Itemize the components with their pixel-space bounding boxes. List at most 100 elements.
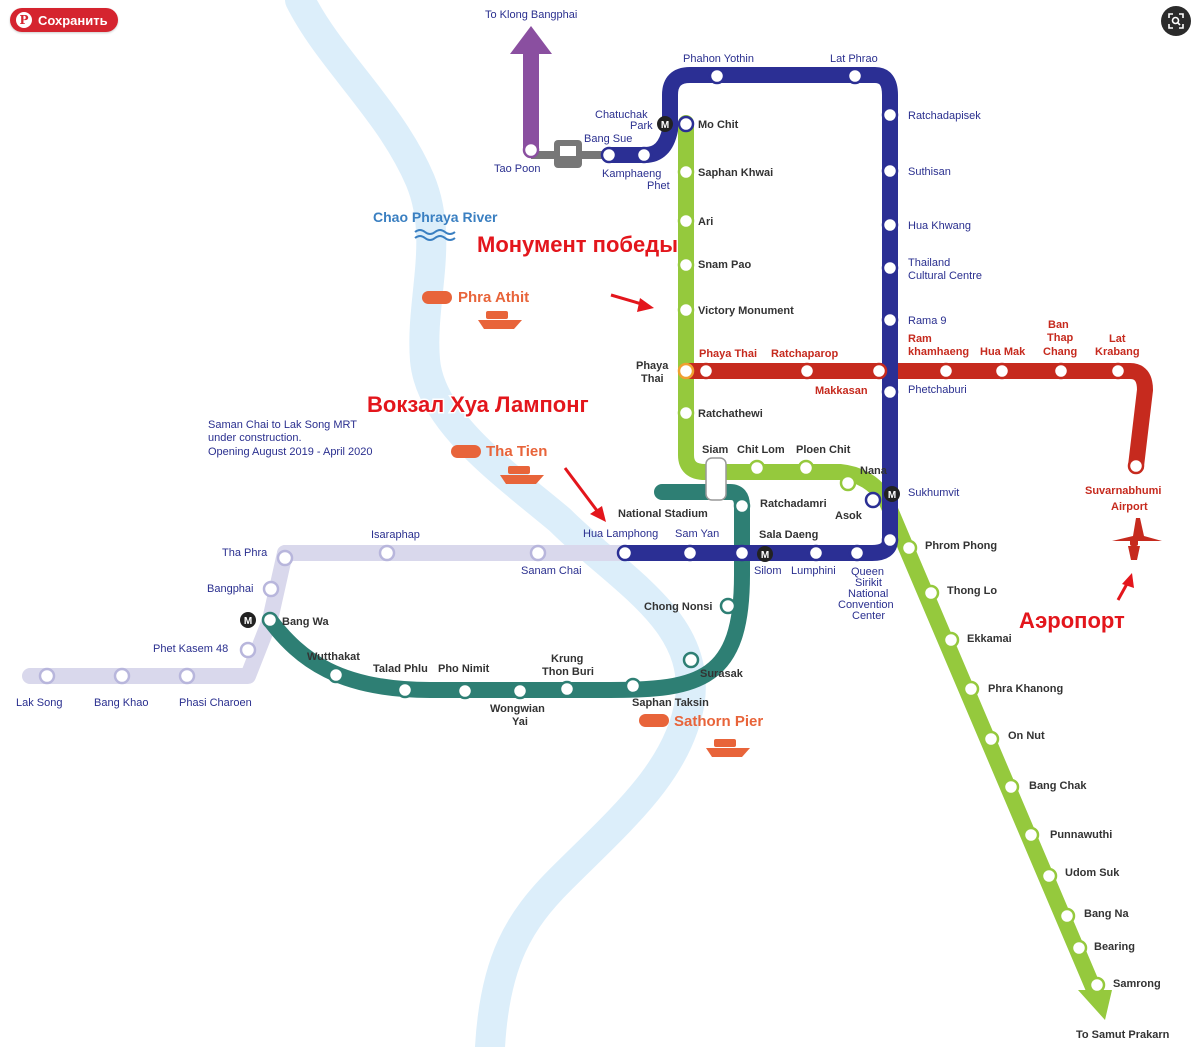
blue-station-dot (677, 115, 695, 133)
lavender-station-dot (113, 667, 131, 685)
pinterest-icon: P (16, 12, 32, 28)
teal-station-dot (261, 611, 279, 629)
lavender-station-dot (529, 544, 547, 562)
green-station-dot (797, 459, 815, 477)
green-station-dot (962, 680, 980, 698)
green-station-dot (922, 584, 940, 602)
visual-search-button[interactable] (1161, 6, 1191, 36)
station-label-isaraphap: Isaraphap (371, 529, 420, 541)
station-label-lat-1: Lat (1109, 333, 1126, 345)
station-label-suthisan: Suthisan (908, 166, 951, 178)
svg-text:Sathorn Pier: Sathorn Pier (674, 713, 763, 730)
green-station-dot (982, 730, 1000, 748)
station-label-ratchaparop: Ratchaparop (771, 348, 839, 360)
svg-text:under construction.: under construction. (208, 432, 302, 444)
annotation-hualamphong: Вокзал Хуа Лампонг (367, 392, 589, 417)
pier-sathorn: Sathorn Pier (639, 713, 763, 757)
station-label-ari: Ari (698, 216, 713, 228)
annotation-arrows (563, 293, 1134, 601)
blue-station-dot (881, 162, 899, 180)
station-label-wongwian-2: Yai (512, 716, 528, 728)
samut-prakarn-arrowhead (1078, 990, 1112, 1020)
station-label-asok: Asok (835, 510, 863, 522)
station-label-thailand-cc-2: Cultural Centre (908, 270, 982, 282)
chao-phraya-river (285, 0, 706, 1047)
blue-station-dot (708, 67, 726, 85)
station-label-queen-3: National (848, 588, 888, 600)
station-label-bangphai: Bangphai (207, 583, 254, 595)
airplane-icon (1112, 518, 1162, 560)
save-button-label: Сохранить (38, 12, 108, 28)
blue-station-dot (846, 67, 864, 85)
station-label-lak-song: Lak Song (16, 697, 62, 709)
green-station-dot (1002, 778, 1020, 796)
station-label-bang-khao: Bang Khao (94, 697, 148, 709)
blue-station-dot (881, 106, 899, 124)
station-label-bang-chak: Bang Chak (1029, 780, 1087, 792)
station-label-thong-lo: Thong Lo (947, 585, 997, 597)
phaya-thai-interchange-dot (677, 362, 695, 380)
green-station-dot (677, 212, 695, 230)
blue-station-dot (881, 531, 899, 549)
teal-station-dot (327, 666, 345, 684)
lavender-station-dot (38, 667, 56, 685)
red-station-dot (1127, 457, 1145, 475)
lavender-station-dot (262, 580, 280, 598)
station-label-phasi-charoen: Phasi Charoen (179, 697, 252, 709)
station-label-saphan-khwai: Saphan Khwai (698, 167, 773, 179)
red-station-dot (870, 362, 888, 380)
purple-line (510, 26, 610, 168)
svg-text:M: M (244, 616, 252, 627)
station-label-ploen-chit: Ploen Chit (796, 444, 851, 456)
pier-phra-athit: Phra Athit (422, 289, 529, 329)
station-label-krung-2: Thon Buri (542, 666, 594, 678)
station-label-lat-2: Krabang (1095, 346, 1140, 358)
station-label-pho-nimit: Pho Nimit (438, 663, 490, 675)
station-label-phetchaburi: Phetchaburi (908, 384, 967, 396)
station-label-ban-3: Chang (1043, 346, 1077, 358)
station-label-hua-mak: Hua Mak (980, 346, 1026, 358)
station-label-chit-lom: Chit Lom (737, 444, 785, 456)
station-label-bang-wa: Bang Wa (282, 616, 330, 628)
blue-station-dot (733, 544, 751, 562)
station-label-silom: Silom (754, 565, 782, 577)
station-label-lumphini: Lumphini (791, 565, 836, 577)
station-label-wongwian-1: Wongwian (490, 703, 545, 715)
station-label-siam: Siam (702, 444, 729, 456)
station-label-rama9: Rama 9 (908, 315, 947, 327)
teal-station-dot (456, 682, 474, 700)
red-line (678, 363, 1153, 474)
station-label-phet-kasem: Phet Kasem 48 (153, 643, 228, 655)
station-label-bearing: Bearing (1094, 941, 1135, 953)
teal-station-dot (733, 497, 751, 515)
boat-icon (500, 466, 544, 484)
annotation-airport: Аэропорт (1019, 608, 1125, 633)
blue-station-dot (881, 311, 899, 329)
station-label-sala-daeng: Sala Daeng (759, 529, 818, 541)
station-label-kamphaeng-1: Kamphaeng (602, 168, 661, 180)
svg-text:Phra Athit: Phra Athit (458, 289, 529, 306)
teal-station-dot (558, 680, 576, 698)
blue-station-dot (616, 544, 634, 562)
pier-tha-tien: Tha Tien (451, 443, 547, 484)
to-samut-prakarn: To Samut Prakarn (1076, 1029, 1170, 1041)
station-label-phrom-phong: Phrom Phong (925, 540, 997, 552)
station-label-phaya-thai-green-2: Thai (641, 373, 664, 385)
svg-text:M: M (661, 120, 669, 131)
green-station-dot (1088, 976, 1106, 994)
station-label-sukhumvit: Sukhumvit (908, 487, 959, 499)
station-label-victory-monument: Victory Monument (698, 305, 794, 317)
airport-label-2: Airport (1111, 501, 1148, 513)
svg-text:Saman Chai to Lak Song MRT: Saman Chai to Lak Song MRT (208, 419, 357, 431)
green-station-dot (942, 631, 960, 649)
svg-text:Tha Tien: Tha Tien (486, 443, 547, 460)
station-label-ratchadapisek: Ratchadapisek (908, 110, 981, 122)
green-station-dot (677, 404, 695, 422)
station-label-chong-nonsi: Chong Nonsi (644, 601, 712, 613)
green-station-dot (677, 256, 695, 274)
station-label-krung-1: Krung (551, 653, 583, 665)
pinterest-save-button[interactable]: P Сохранить (10, 8, 118, 32)
red-station-dot (798, 362, 816, 380)
station-label-national-stadium: National Stadium (618, 508, 708, 520)
station-label-sam-yan: Sam Yan (675, 528, 719, 540)
